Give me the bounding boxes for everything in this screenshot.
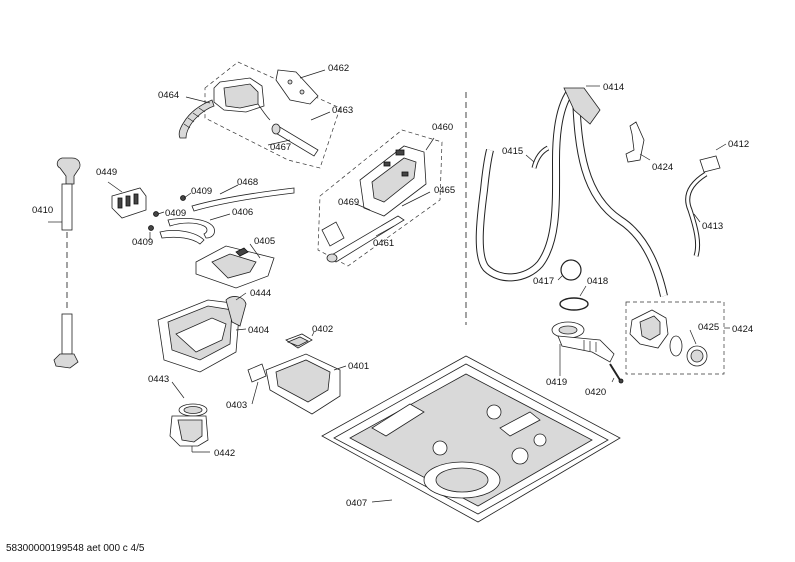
label-0405: 0405 xyxy=(254,236,275,247)
label-0403: 0403 xyxy=(226,400,247,411)
label-0415: 0415 xyxy=(502,146,523,157)
label-0464: 0464 xyxy=(158,90,179,101)
pump-group xyxy=(178,61,341,169)
label-0469: 0469 xyxy=(338,197,359,208)
hose-0414 xyxy=(475,85,668,297)
hoses-small xyxy=(148,184,295,245)
label-0410: 0410 xyxy=(32,205,53,216)
dispenser-housing-0404 xyxy=(157,292,247,373)
dispenser-drawer-0401 xyxy=(247,331,347,415)
label-0412: 0412 xyxy=(728,139,749,150)
label-0424-b: 0424 xyxy=(732,324,753,335)
label-0449: 0449 xyxy=(96,167,117,178)
label-0419: 0419 xyxy=(546,377,567,388)
label-0465: 0465 xyxy=(434,185,455,196)
pin-0420 xyxy=(609,363,624,384)
label-0460: 0460 xyxy=(432,122,453,133)
seal-rings xyxy=(557,259,589,311)
label-0467: 0467 xyxy=(270,142,291,153)
label-0404: 0404 xyxy=(248,325,269,336)
drain-pump-0424 xyxy=(625,301,730,375)
label-0417: 0417 xyxy=(533,276,554,287)
base-tray-0407 xyxy=(321,355,621,523)
valve-assembly-0405 xyxy=(195,243,275,289)
document-footer: 58300000199548 aet 000 c 4/5 xyxy=(6,543,145,554)
label-0414: 0414 xyxy=(603,82,624,93)
label-0401: 0401 xyxy=(348,361,369,372)
label-0409-b: 0409 xyxy=(165,208,186,219)
label-0443: 0443 xyxy=(148,374,169,385)
control-group-0460 xyxy=(317,129,443,267)
label-0462: 0462 xyxy=(328,63,349,74)
label-0444: 0444 xyxy=(250,288,271,299)
drain-trap-0442 xyxy=(169,381,210,453)
label-0468: 0468 xyxy=(237,177,258,188)
label-0413: 0413 xyxy=(702,221,723,232)
label-0425: 0425 xyxy=(698,322,719,333)
label-0409-c: 0409 xyxy=(132,237,153,248)
label-0402: 0402 xyxy=(312,324,333,335)
bracket-0424 xyxy=(625,121,651,163)
label-0463: 0463 xyxy=(332,105,353,116)
label-0409-a: 0409 xyxy=(191,186,212,197)
label-0418: 0418 xyxy=(587,276,608,287)
label-0406: 0406 xyxy=(232,207,253,218)
hose-0410 xyxy=(48,157,81,369)
label-0407: 0407 xyxy=(346,498,367,509)
label-0424-a: 0424 xyxy=(652,162,673,173)
terminal-block-0449 xyxy=(107,181,147,219)
label-0461: 0461 xyxy=(373,238,394,249)
label-0442: 0442 xyxy=(214,448,235,459)
hose-0415 xyxy=(525,145,550,169)
callout-labels: 0462 0464 0463 0467 0460 0449 0410 0409 … xyxy=(32,63,753,509)
label-0420: 0420 xyxy=(585,387,606,398)
sump-hose-0419 xyxy=(551,321,615,376)
pressure-switch-0412 xyxy=(685,143,727,257)
